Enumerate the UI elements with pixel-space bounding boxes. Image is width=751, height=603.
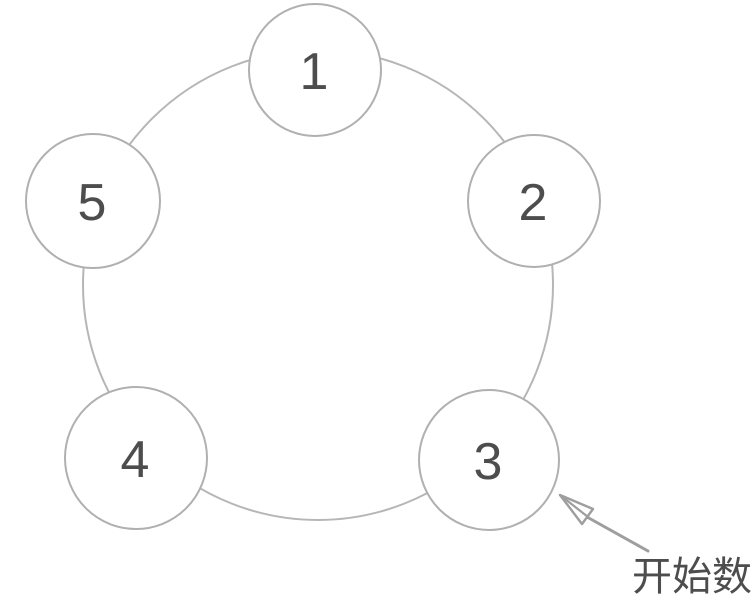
node-4-label: 4 <box>121 431 150 489</box>
node-5: 5 <box>25 133 161 269</box>
node-2: 2 <box>467 134 601 268</box>
node-4: 4 <box>64 386 208 530</box>
arrow-head-crease <box>558 493 590 519</box>
node-4-circle <box>64 386 208 530</box>
node-1-label: 1 <box>300 43 329 101</box>
node-1: 1 <box>248 3 382 137</box>
arrow-shaft <box>585 515 650 553</box>
node-1-circle <box>248 3 382 137</box>
node-3: 3 <box>418 389 560 531</box>
node-5-label: 5 <box>78 174 107 232</box>
node-2-circle <box>467 134 601 268</box>
node-3-label: 3 <box>474 433 503 491</box>
node-3-circle <box>418 389 560 531</box>
annotation-label: 开始数 <box>632 555 751 599</box>
node-2-label: 2 <box>519 174 548 232</box>
node-5-circle <box>25 133 161 269</box>
arrow-pointer-icon <box>558 493 650 553</box>
